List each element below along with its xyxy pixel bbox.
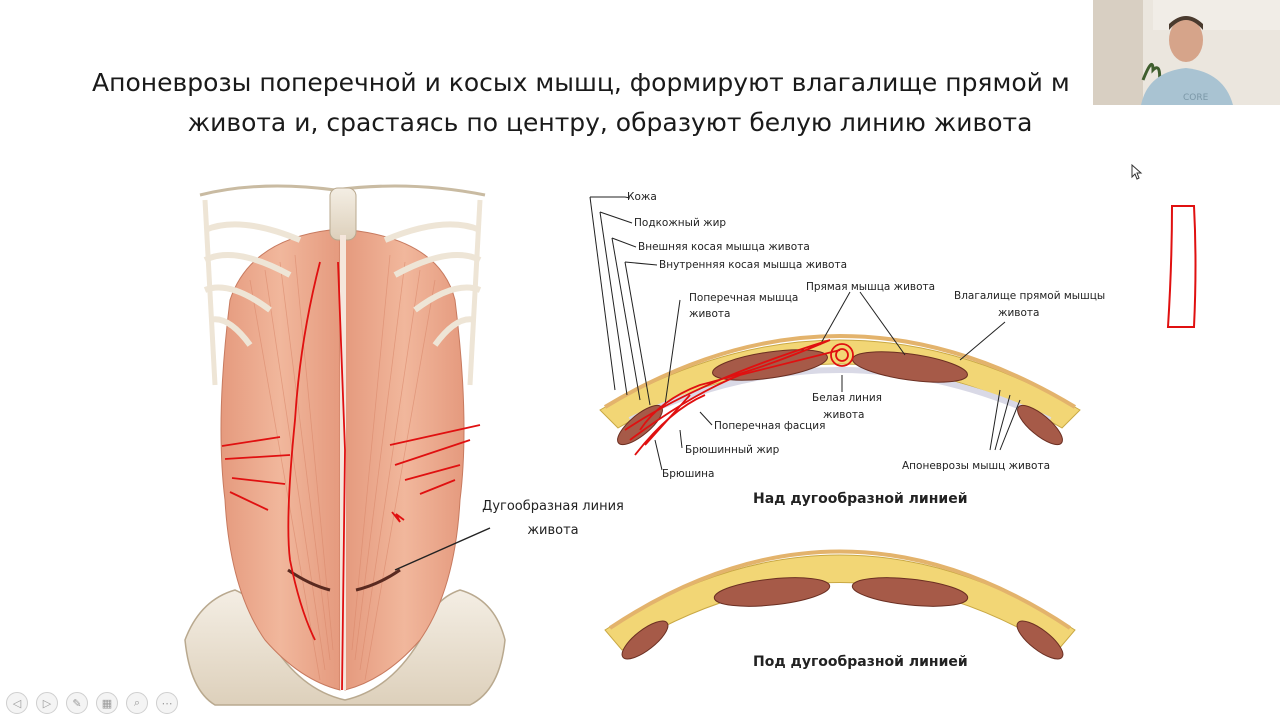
caption-above-arcuate: Над дугообразной линией (753, 491, 968, 507)
label-aponeuroses: Апоневрозы мышц живота (902, 460, 1050, 472)
label-rectus-sheath-1: Влагалище прямой мышцы (954, 290, 1105, 302)
red-annotation-shape (1164, 203, 1204, 333)
webcam-overlay: CORE (1093, 0, 1280, 105)
presenter-video: CORE (1093, 0, 1280, 105)
label-transverse-muscle-1: Поперечная мышца (689, 292, 798, 304)
caption-below-arcuate: Под дугообразной линией (753, 654, 968, 670)
pen-icon[interactable]: ✎ (66, 692, 88, 714)
label-peritoneum: Брюшина (662, 468, 714, 480)
label-transversalis-fascia: Поперечная фасция (714, 420, 825, 432)
label-rectus-sheath-2: живота (998, 307, 1039, 319)
label-external-oblique: Внешняя косая мышца живота (638, 241, 810, 253)
prev-slide-icon[interactable]: ◁ (6, 692, 28, 714)
label-linea-alba-1: Белая линия (812, 392, 882, 404)
next-slide-icon[interactable]: ▷ (36, 692, 58, 714)
more-options-icon[interactable]: ⋯ (156, 692, 178, 714)
label-peritoneal-fat: Брюшинный жир (685, 444, 779, 456)
label-internal-oblique: Внутренняя косая мышца живота (659, 259, 847, 271)
arcuate-line-label: Дугообразная линия живота (478, 495, 628, 543)
label-transverse-muscle-2: живота (689, 308, 730, 320)
arcuate-label-line-2: живота (478, 519, 628, 543)
label-linea-alba-2: живота (823, 409, 864, 421)
sternum (330, 188, 356, 240)
arcuate-label-line-1: Дугообразная линия (478, 495, 628, 519)
mouse-cursor-icon (1131, 164, 1143, 180)
cross-section-below (605, 552, 1075, 666)
label-skin: Кожа (627, 191, 657, 203)
slides-grid-icon[interactable]: ▦ (96, 692, 118, 714)
slideshow-toolbar: ◁ ▷ ✎ ▦ ⌕ ⋯ (6, 692, 178, 716)
svg-text:CORE: CORE (1183, 93, 1209, 103)
label-rectus-muscle: Прямая мышца живота (806, 281, 935, 293)
zoom-icon[interactable]: ⌕ (126, 692, 148, 714)
label-subcutaneous-fat: Подкожный жир (634, 217, 726, 229)
